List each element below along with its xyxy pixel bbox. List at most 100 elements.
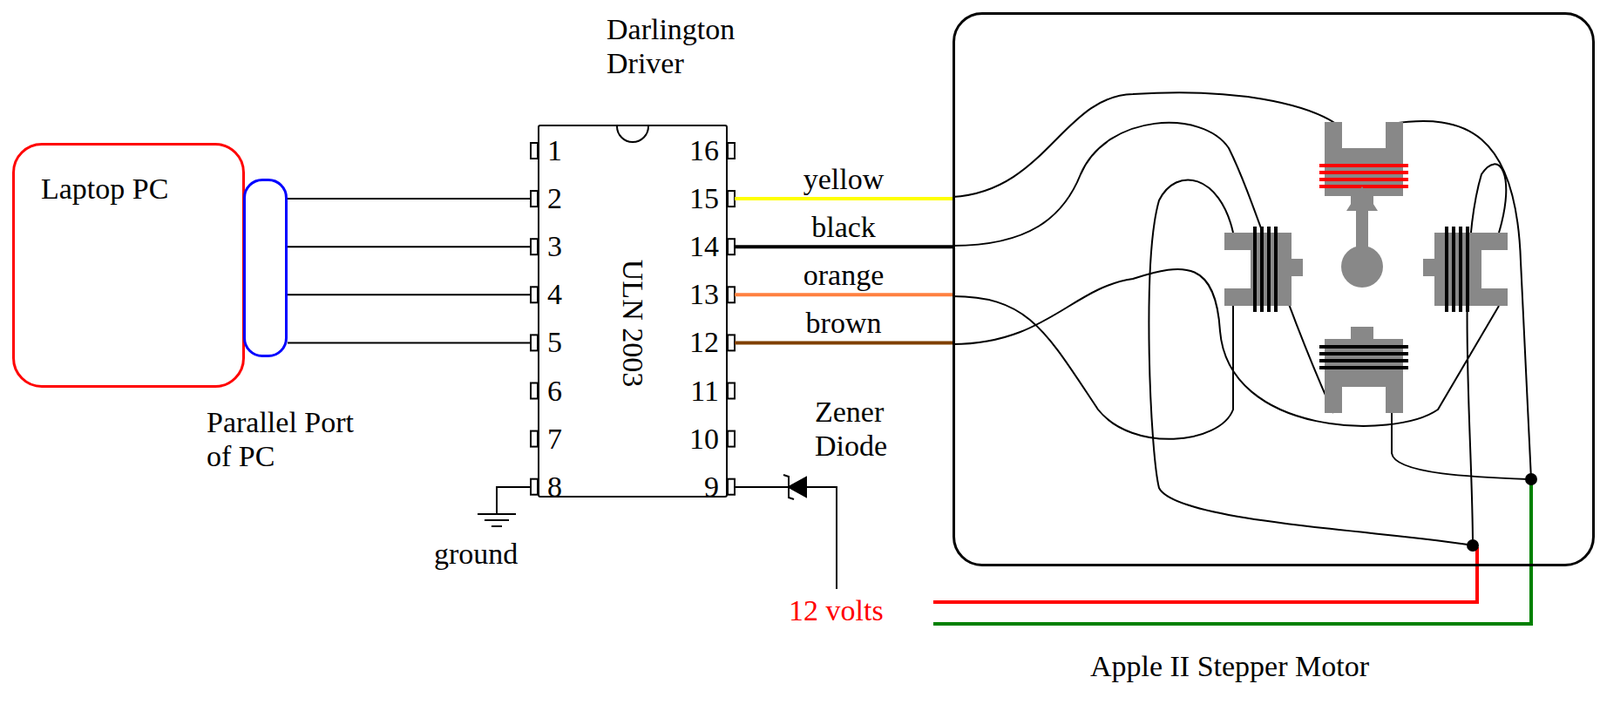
winding (1319, 352, 1409, 356)
pin-stub (727, 286, 735, 303)
pin-stub (530, 286, 538, 303)
wire-color-label: black (807, 212, 880, 243)
port-label: Parallel Port of PC (206, 405, 373, 474)
winding (1444, 226, 1449, 312)
pin-stub (530, 431, 538, 448)
rotor (1341, 186, 1384, 288)
coil-wire (1466, 163, 1506, 546)
winding (1319, 359, 1409, 363)
wire-color-label: orange (800, 260, 889, 291)
pin-number: 9 (666, 469, 719, 504)
supply-label: 12 volts (788, 593, 884, 628)
pin-number: 10 (666, 421, 719, 456)
winding (1451, 226, 1456, 312)
component-label: Zener Diode (814, 394, 911, 463)
winding (1267, 226, 1271, 312)
pin-stub (530, 383, 538, 400)
pin-number: 13 (666, 277, 719, 312)
coil-windings (1254, 165, 1468, 368)
pole-bottom (1324, 326, 1404, 414)
wire-color-label: yellow (800, 164, 889, 195)
pin-number: 15 (666, 181, 719, 216)
coil-wire (952, 92, 1336, 197)
wire (287, 341, 531, 344)
pin-stub (530, 142, 538, 159)
winding-red (1319, 177, 1409, 182)
coil-wire (1391, 413, 1532, 480)
pin-stub (530, 190, 538, 207)
chip-parts (530, 126, 735, 495)
wire (734, 244, 953, 249)
supply-wire-red (933, 547, 1478, 603)
winding (1319, 345, 1409, 349)
pin-number: 4 (547, 277, 600, 312)
pin-number: 7 (547, 421, 600, 456)
pin-number: 2 (547, 181, 600, 216)
winding (1465, 226, 1470, 312)
chip-part-number: ULN 2003 (615, 259, 650, 387)
wire (287, 293, 531, 296)
wire (734, 292, 953, 297)
junction-dot (1525, 474, 1537, 485)
chip-heading: Darlington Driver (606, 12, 755, 81)
coil-wire (1148, 179, 1473, 546)
wire (734, 196, 953, 201)
pin-stub (727, 479, 735, 495)
supply-wire-green (933, 481, 1532, 624)
pin-number: 11 (666, 373, 719, 408)
winding (1319, 366, 1409, 370)
pin-stub (727, 383, 735, 400)
motor-internal-wiring (952, 92, 1537, 551)
ground-bars (477, 514, 516, 527)
pin-stub (727, 431, 735, 448)
laptop-label: Laptop PC (40, 171, 169, 206)
zener-triangle (788, 477, 807, 497)
supply-wires (933, 481, 1532, 624)
coil-wire (952, 296, 1234, 440)
motor-housing: Apple II Stepper Motor (952, 12, 1595, 567)
pin-number: 16 (666, 133, 719, 168)
winding (1253, 226, 1257, 312)
ground-label: ground (433, 536, 518, 571)
winding-red (1319, 170, 1409, 175)
pin-stub (727, 334, 735, 351)
zener-diode-symbol (734, 474, 837, 590)
parallel-port: Parallel Port of PC (243, 178, 288, 358)
wire (287, 245, 531, 248)
pin-number: 3 (547, 229, 600, 264)
pin-number: 5 (547, 325, 600, 360)
chip-notch (616, 126, 649, 143)
winding-red (1319, 163, 1409, 168)
pin-stub (727, 190, 735, 207)
pin-number: 14 (666, 229, 719, 264)
rotor-disc (1341, 245, 1384, 288)
ground-symbol (477, 487, 531, 527)
pole-right (1423, 232, 1508, 306)
motor-title: Apple II Stepper Motor (955, 649, 1505, 684)
winding (1260, 226, 1264, 312)
pin-stub (530, 238, 538, 255)
rotor-arrow-shaft (1355, 204, 1369, 249)
rotor-arrow-head (1346, 186, 1378, 211)
wire-color-label: brown (802, 308, 886, 339)
pin-number: 1 (547, 133, 600, 168)
winding (1274, 226, 1278, 312)
pin-stub (727, 238, 735, 255)
wire (734, 340, 953, 345)
zener-supply-wire (806, 487, 837, 590)
winding (1458, 226, 1463, 312)
pin-number: 8 (547, 469, 600, 504)
winding-red (1319, 184, 1409, 189)
pin-number: 12 (666, 325, 719, 360)
stator-poles (1224, 122, 1508, 414)
wire (287, 197, 531, 200)
ground-wire (496, 487, 531, 515)
coil-wire (952, 122, 1334, 414)
pin-stub (530, 479, 538, 495)
pin-number: 6 (547, 373, 600, 408)
junction-dot (1467, 540, 1478, 551)
laptop-box: Laptop PC (12, 142, 245, 388)
pin-stub (530, 334, 538, 351)
zener-wire (734, 486, 789, 489)
